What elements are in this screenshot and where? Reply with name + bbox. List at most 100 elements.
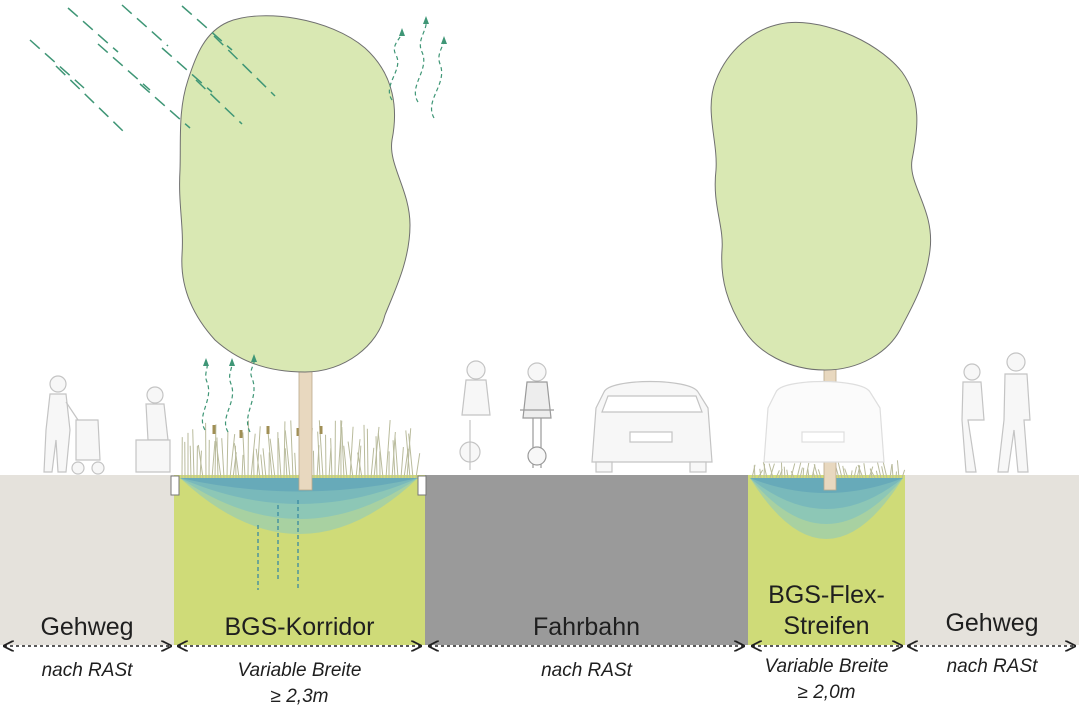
grass-blade [881, 466, 885, 479]
pedestrian-icon [43, 375, 79, 473]
grass-blade [250, 433, 256, 479]
grass-blade [415, 453, 421, 479]
grass-blade [357, 452, 363, 479]
grass-blade [255, 448, 261, 479]
grass-blade [857, 464, 864, 479]
note-gehweg-right: nach RASt [946, 656, 1038, 677]
grass-blade [392, 440, 396, 479]
grass-blade [790, 471, 795, 479]
grass-blade [769, 463, 775, 479]
grass-blade [405, 430, 411, 479]
grass-blade [312, 450, 315, 479]
grass-blade [284, 448, 288, 479]
grass-blade [799, 467, 803, 479]
grass-blade [214, 424, 217, 479]
jogger-icon [997, 352, 1031, 473]
grass-blade [277, 438, 282, 479]
grass-blade [837, 462, 843, 479]
roadway [425, 475, 748, 645]
grass-blade [215, 441, 222, 479]
grass-blade [317, 431, 321, 479]
infiltration-lines [257, 500, 299, 590]
grass-blade [294, 452, 297, 479]
tree-icon [179, 15, 411, 373]
grass-blade [256, 426, 261, 479]
curb-left [170, 475, 180, 496]
grass-blade [783, 466, 786, 479]
grass-blade [226, 431, 229, 479]
grass-blade [358, 445, 362, 479]
grass-blade [385, 420, 391, 479]
grass-blade [786, 469, 789, 479]
car-icon [591, 380, 713, 473]
grass-blade [216, 437, 219, 479]
grass-blade [802, 467, 805, 479]
grass-blade [762, 461, 768, 479]
note-bgs-korridor: Variable Breite ≥ 2,3m [237, 660, 362, 707]
grass-blade [375, 436, 378, 479]
grass-blade [891, 463, 894, 479]
label-gehweg-right: Gehweg [945, 609, 1039, 637]
grass-blade [328, 447, 332, 479]
tree-icon [710, 21, 932, 371]
grass-blade [349, 426, 354, 479]
evaporation-arrowheads [203, 16, 447, 366]
grass-blade [759, 468, 762, 479]
grass-blade [242, 432, 246, 479]
grass-blade [269, 438, 276, 479]
grass-blade [406, 428, 412, 479]
grass-blade [882, 461, 888, 479]
grass-blade [853, 466, 858, 479]
sidewalk-left [0, 475, 174, 645]
water-retention-korridor [180, 478, 418, 534]
grass-blade [780, 460, 783, 479]
label-gehweg-left: Gehweg [40, 613, 134, 641]
note-fahrbahn: nach RASt [541, 660, 632, 681]
evaporation-icon [201, 19, 445, 433]
grass-blade [241, 454, 244, 479]
grass-blade [901, 469, 906, 479]
tree-trunk [298, 357, 313, 491]
grass-blade [189, 445, 192, 479]
label-fahrbahn: Fahrbahn [532, 613, 641, 641]
grass-blade [807, 469, 810, 479]
curb-right [417, 475, 427, 496]
label-bgs-korridor: BGS-Korridor [224, 613, 375, 641]
grass-blade [844, 468, 849, 479]
label-bgs-flex: BGS-Flex- Streifen [768, 581, 885, 640]
grass-blade [805, 462, 810, 479]
cyclist-icon [520, 362, 554, 468]
grass-blade [377, 433, 384, 479]
grass-blade [751, 464, 756, 479]
grass-blade [197, 444, 204, 479]
note-gehweg-left: nach RASt [41, 660, 133, 681]
car-icon [763, 380, 885, 463]
stroller-icon [71, 419, 105, 475]
grass-blade [229, 434, 236, 479]
grass-blade [363, 424, 366, 479]
grass-blade [318, 420, 324, 479]
reed-heads [212, 425, 323, 438]
grass-blade [850, 470, 853, 479]
rain-icon [29, 4, 276, 133]
grass-blade [875, 470, 879, 479]
grass-blade [233, 443, 240, 479]
grass-blade [343, 445, 348, 479]
grass-blade [221, 438, 225, 479]
grass-blade [366, 428, 369, 479]
grass-blade [817, 469, 822, 479]
grass-blade [192, 429, 195, 479]
grass-blade [337, 420, 343, 479]
grass-blade [768, 463, 774, 479]
jogger-icon [961, 363, 985, 473]
grass-blade [330, 438, 333, 479]
grass-blade [290, 420, 294, 479]
grass-blade [813, 464, 819, 479]
grass-blade [775, 470, 780, 479]
grass-blade [863, 463, 867, 479]
grass-blade [262, 448, 267, 479]
grass-blade [876, 461, 882, 479]
grass-blade [858, 465, 861, 479]
grass-blade [896, 460, 900, 479]
